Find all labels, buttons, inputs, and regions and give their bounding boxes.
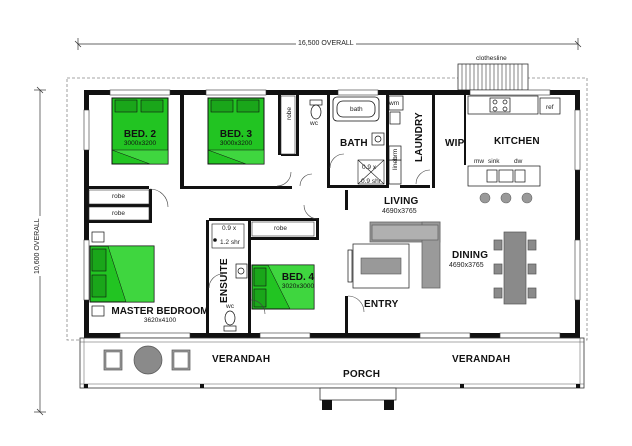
robe-label-bed4: robe	[274, 225, 288, 232]
ensuite-shower-size-b: 1.2 shr	[220, 239, 240, 246]
ensuite-wc-label: wc	[226, 303, 234, 310]
tv-unit	[347, 249, 353, 283]
bed-2-furniture	[111, 97, 169, 165]
mw-label: mw	[474, 158, 485, 165]
master-bedroom-dims: 3620x4100	[143, 317, 177, 324]
bed-3-furniture	[207, 97, 265, 165]
master-bedroom-label: MASTER BEDROOM 3620x4100	[100, 306, 220, 324]
coffee-table	[352, 243, 410, 289]
bed-2-name: BED. 2	[123, 129, 157, 140]
clothesline	[457, 63, 529, 91]
dw-label: dw	[514, 158, 523, 165]
bathtub	[332, 96, 380, 122]
sofa	[369, 221, 441, 289]
laundry-fixtures	[388, 95, 404, 185]
verandah-left-label: VERANDAH	[212, 354, 271, 365]
verandah-furniture	[103, 345, 191, 375]
bed-4-label: BED. 4 3020x3000	[270, 272, 326, 290]
dining-label: DINING	[452, 250, 489, 261]
doors	[149, 153, 431, 315]
sink-label: sink	[488, 158, 500, 165]
dining-table	[493, 231, 537, 305]
ensuite-shower-size-a: 0.9 x	[222, 225, 237, 232]
dining-dims: 4690x3765	[449, 262, 484, 269]
bed-4-dims: 3020x3000	[281, 283, 315, 290]
toilet-wc	[309, 99, 323, 120]
verandah	[79, 337, 585, 410]
fridge-label: ref	[546, 104, 554, 111]
robe-label-master-2: robe	[112, 210, 126, 217]
ensuite-vanity	[235, 263, 248, 279]
entry-label: ENTRY	[364, 299, 399, 310]
windows	[83, 89, 581, 339]
living-dims: 4690x3765	[382, 208, 417, 215]
ensuite-shower	[211, 223, 245, 249]
overall-height-label: 10,600 OVERALL	[34, 216, 41, 276]
laundry-label: LAUNDRY	[414, 112, 425, 162]
clothesline-label: clothesline	[476, 55, 507, 62]
kitchen-bench	[467, 95, 561, 187]
toilet-ensuite	[223, 310, 237, 332]
wip-label: WIP	[445, 138, 465, 149]
kitchen-label: KITCHEN	[494, 136, 540, 147]
interior-walls	[89, 95, 466, 333]
wc-label: wc	[310, 120, 318, 127]
bed-2-dims: 3000x3200	[123, 140, 157, 147]
ensuite-label: ENSUITE	[219, 258, 230, 303]
robe-bed4	[251, 221, 315, 237]
bed-3-name: BED. 3	[219, 129, 253, 140]
bed-4-furniture	[251, 264, 315, 310]
overall-width-label: 16,500 OVERALL	[296, 40, 356, 47]
shower-size-a: 0.9 x	[362, 164, 377, 171]
shower	[357, 159, 385, 185]
bed-4-name: BED. 4	[281, 272, 315, 283]
brm-label: brm	[392, 148, 399, 160]
bath-label: BATH	[340, 138, 368, 149]
bed-3-dims: 3000x3200	[219, 140, 253, 147]
bath-vanity	[371, 132, 385, 146]
robe-label-master-1: robe	[112, 193, 126, 200]
robe-label-bed3: robe	[286, 106, 293, 120]
bed-2-label: BED. 2 3000x3200	[112, 129, 168, 147]
master-bedroom-name: MASTER BEDROOM	[111, 306, 209, 317]
living-label: LIVING	[384, 196, 419, 207]
bath-fixture-label: bath	[350, 106, 363, 113]
shower-size-b: 0.9 shr	[361, 178, 381, 185]
wm-label: wm	[389, 100, 400, 107]
master-bed-furniture	[89, 231, 155, 317]
robe-master-1	[88, 189, 150, 205]
verandah-right-label: VERANDAH	[452, 354, 511, 365]
robe-master-2	[88, 206, 150, 221]
bed-3-label: BED. 3 3000x3200	[208, 129, 264, 147]
porch-label: PORCH	[343, 369, 381, 380]
robe-bed3	[280, 95, 296, 155]
kitchen-stools	[479, 192, 533, 204]
